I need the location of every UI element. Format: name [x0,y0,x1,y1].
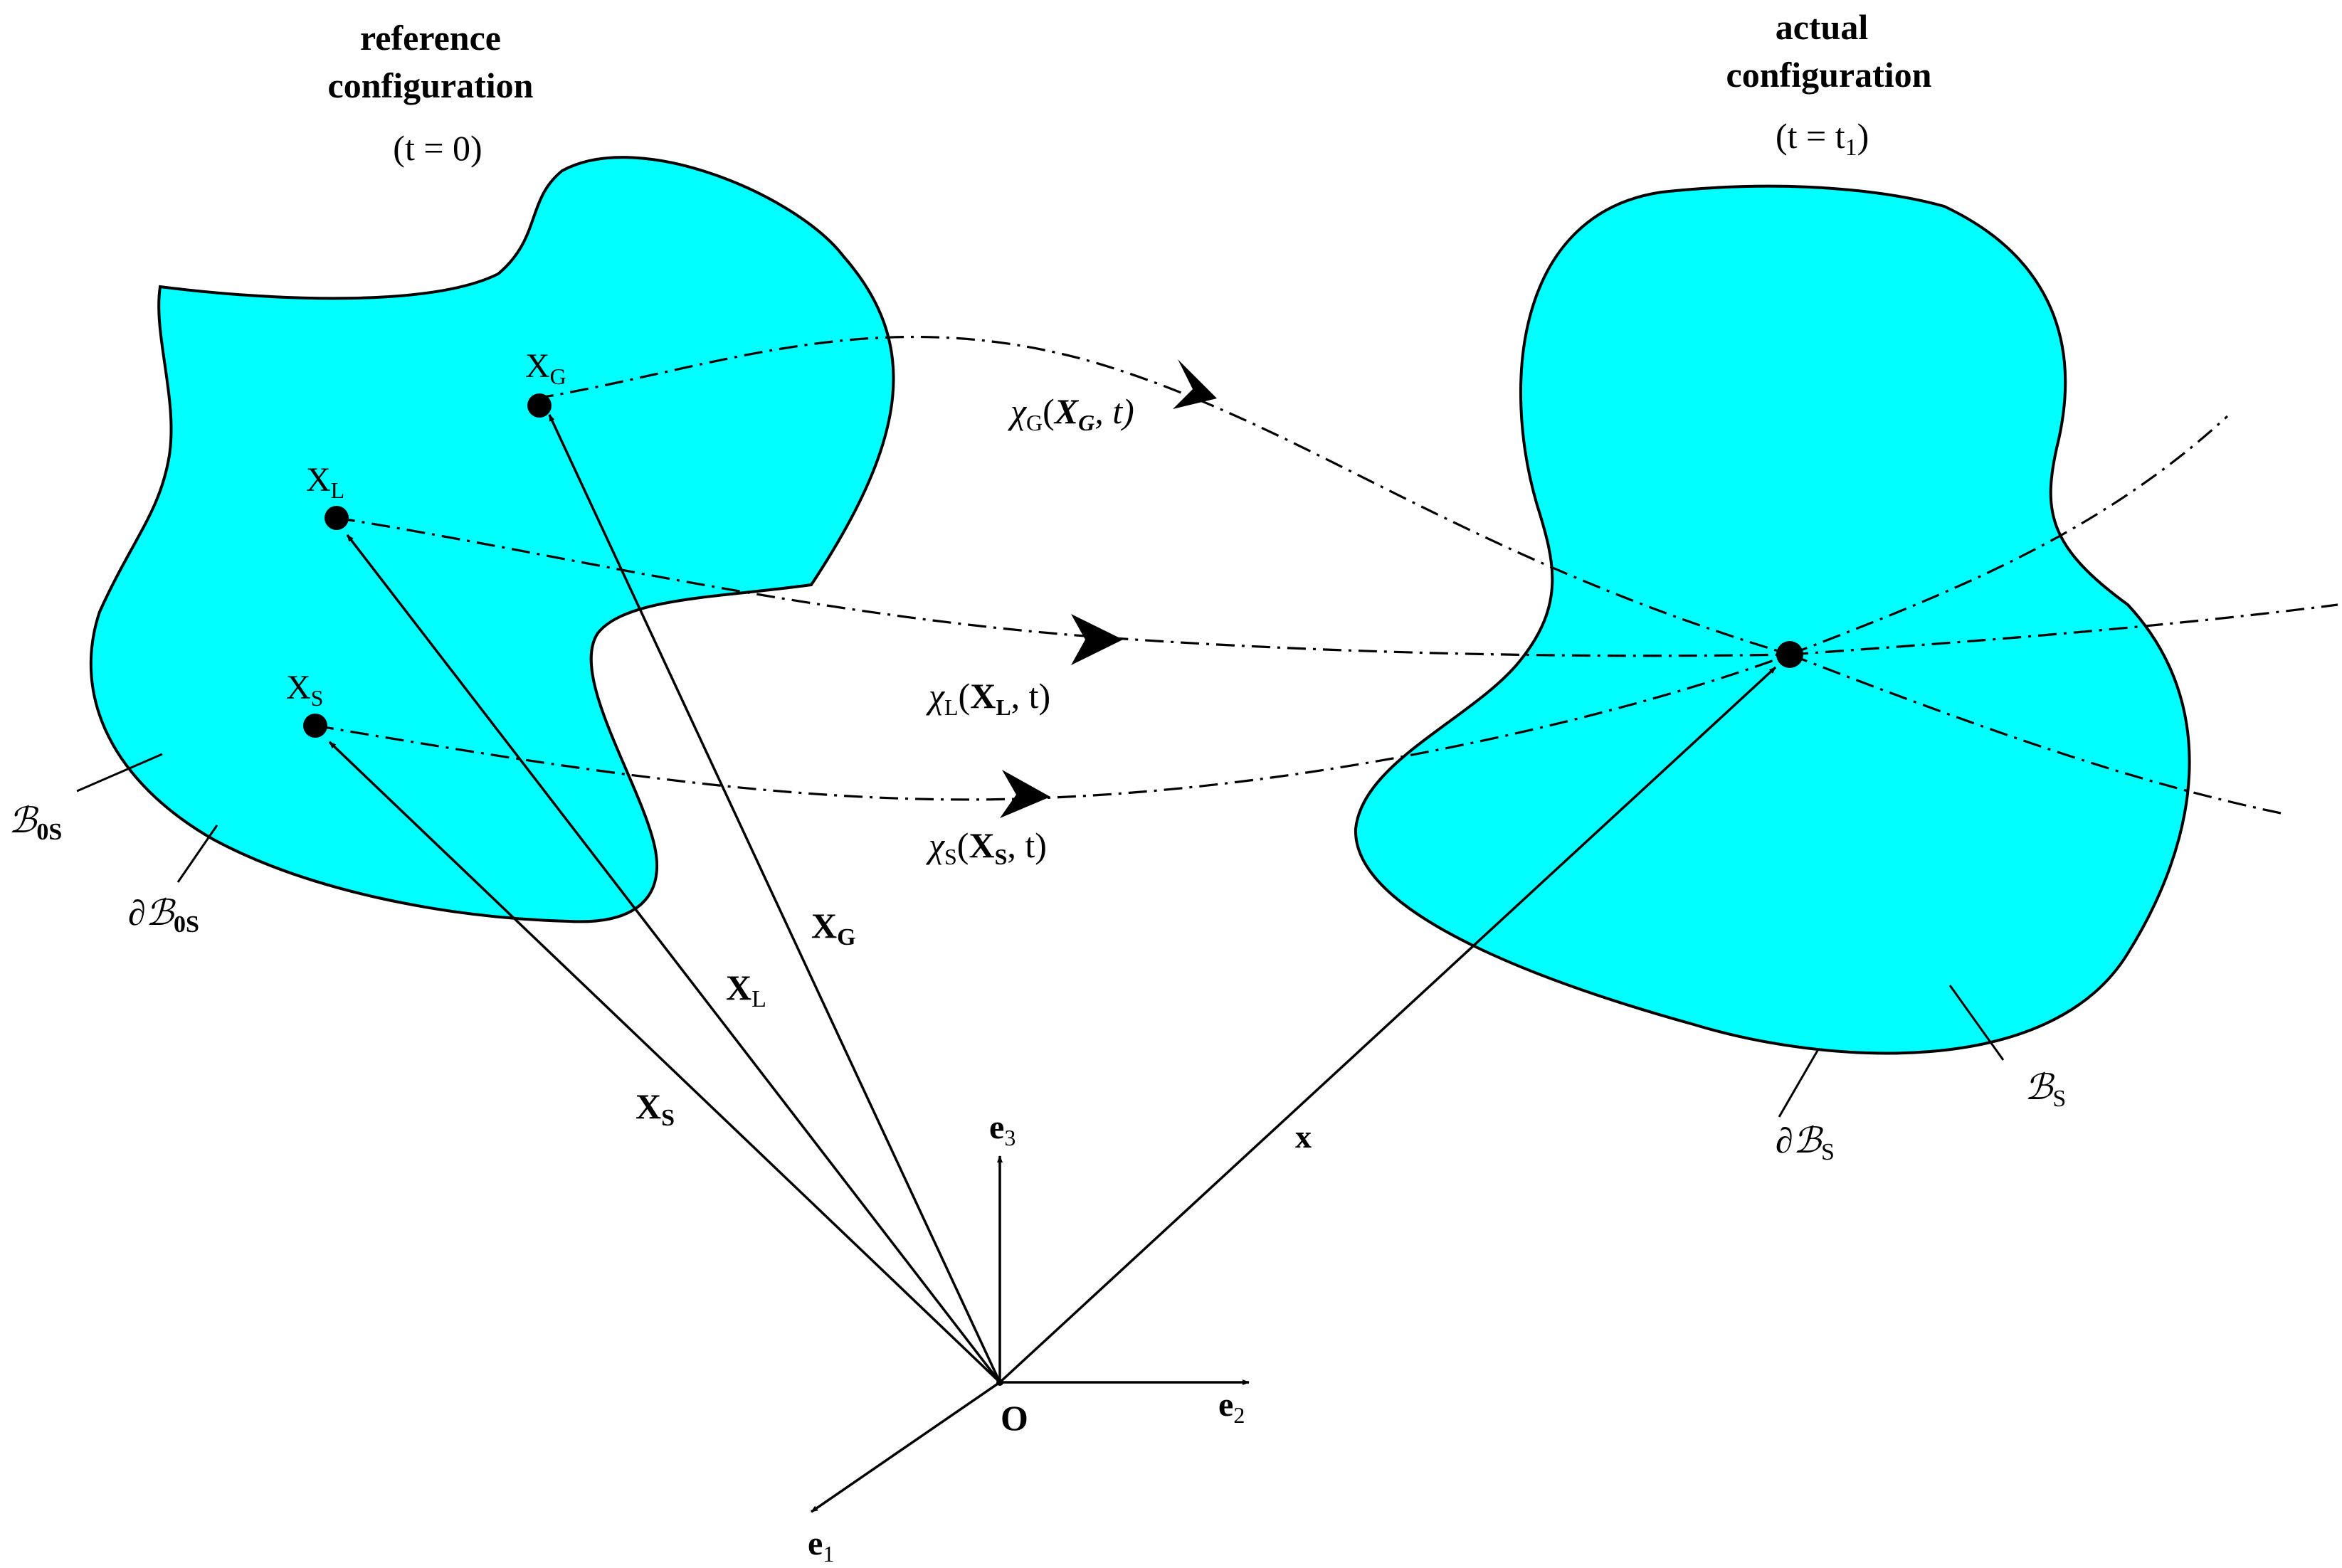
label-bs: ℬS [2025,1067,2066,1112]
point-xl [325,506,349,530]
vector-xs-line [328,741,1001,1384]
reference-body [89,156,895,923]
leader-db0s [176,825,218,883]
vector-x-line [998,666,1777,1384]
label-vector-x: x [1295,1118,1312,1155]
trajectory-s [315,653,1790,801]
label-e2: e2 [1218,1386,1245,1428]
point-xs [303,714,327,738]
label-vector-xg: XG [811,906,856,950]
trajectory-arrowhead-s [1000,770,1050,818]
reference-time: (t = 0) [393,128,482,168]
trajectory-arrowhead-l [1071,614,1123,665]
trajectory-ray-middle [1789,603,2338,656]
label-e1: e1 [808,1525,834,1567]
actual-title-line1: actual [1776,7,1869,47]
axis-e1-line [811,1381,1001,1513]
leader-b0s [76,753,163,793]
label-dbs: ∂ℬS [1776,1121,1835,1165]
label-mapping-g: χG(XG, t) [1008,391,1134,435]
label-point-xg: XG [525,347,566,389]
label-point-xs: XS [286,669,323,711]
label-vector-xs: XS [635,1086,675,1131]
label-vector-xl: XL [726,968,766,1012]
trajectory-ray-upper [1789,415,2229,656]
label-e3: e3 [989,1108,1016,1150]
origin-point [996,1379,1003,1386]
trajectory-arrowhead-g [1173,359,1217,409]
actual-time: (t = t1) [1776,116,1869,161]
actual-body [1354,184,2191,1055]
label-mapping-s: χS(XS, t) [926,825,1047,869]
point-actual [1776,641,1803,668]
label-origin: O [1001,1398,1028,1438]
leader-bs [1948,985,2005,1061]
label-mapping-l: χL(XL, t) [926,676,1050,720]
actual-title-line2: configuration [1726,55,1932,95]
reference-title-line1: reference [360,18,501,58]
point-xg [527,393,552,418]
label-db0s: ∂ℬ0S [128,893,199,938]
trajectory-g [534,336,1790,656]
label-point-xl: XL [306,461,344,503]
vector-xl-line [346,534,1001,1384]
reference-title-line2: configuration [328,65,534,105]
vector-xg-line [548,414,1001,1383]
leader-dbs [1778,1049,1820,1118]
label-b0s: ℬ0S [9,800,62,845]
trajectory-ray-lower [1789,653,2282,815]
